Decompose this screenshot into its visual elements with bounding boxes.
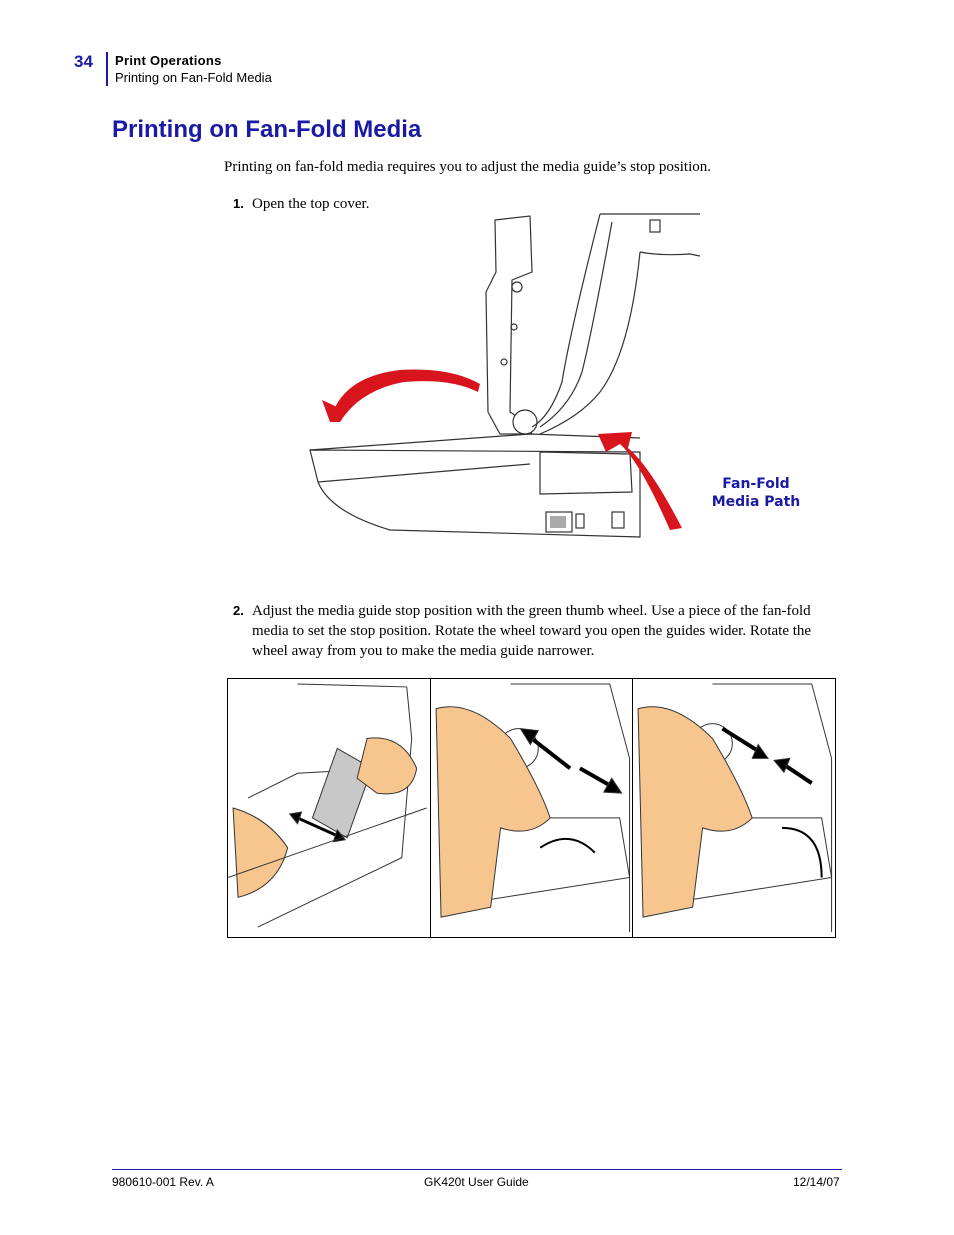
footer-guide-title: GK420t User Guide [424, 1175, 529, 1189]
step-1-number: 1. [233, 196, 244, 211]
footer-divider [112, 1169, 842, 1170]
step-1-text: Open the top cover. [252, 196, 370, 212]
footer-date: 12/14/07 [793, 1175, 840, 1189]
intro-paragraph: Printing on fan-fold media requires you … [224, 159, 712, 175]
fan-fold-media-path-label: Fan-Fold Media Path [700, 475, 812, 511]
header-subsection: Printing on Fan-Fold Media [115, 70, 272, 85]
step-2-number: 2. [233, 603, 244, 618]
step-2-text: Adjust the media guide stop position wit… [252, 603, 812, 659]
footer-doc-number: 980610-001 Rev. A [112, 1175, 214, 1189]
printer-open-cover-illustration [300, 212, 730, 552]
label-line-2: Media Path [711, 494, 801, 510]
panel-set-stop-position [228, 679, 431, 937]
panel-make-guides-narrower [633, 679, 835, 937]
media-guide-adjustment-figure [227, 678, 836, 938]
page-title: Printing on Fan-Fold Media [112, 116, 422, 143]
label-line-1: Fan-Fold [722, 476, 790, 492]
header-divider [106, 52, 108, 86]
page-number: 34 [74, 52, 93, 71]
header-section: Print Operations [115, 53, 222, 68]
panel-open-guides-wider [431, 679, 634, 937]
